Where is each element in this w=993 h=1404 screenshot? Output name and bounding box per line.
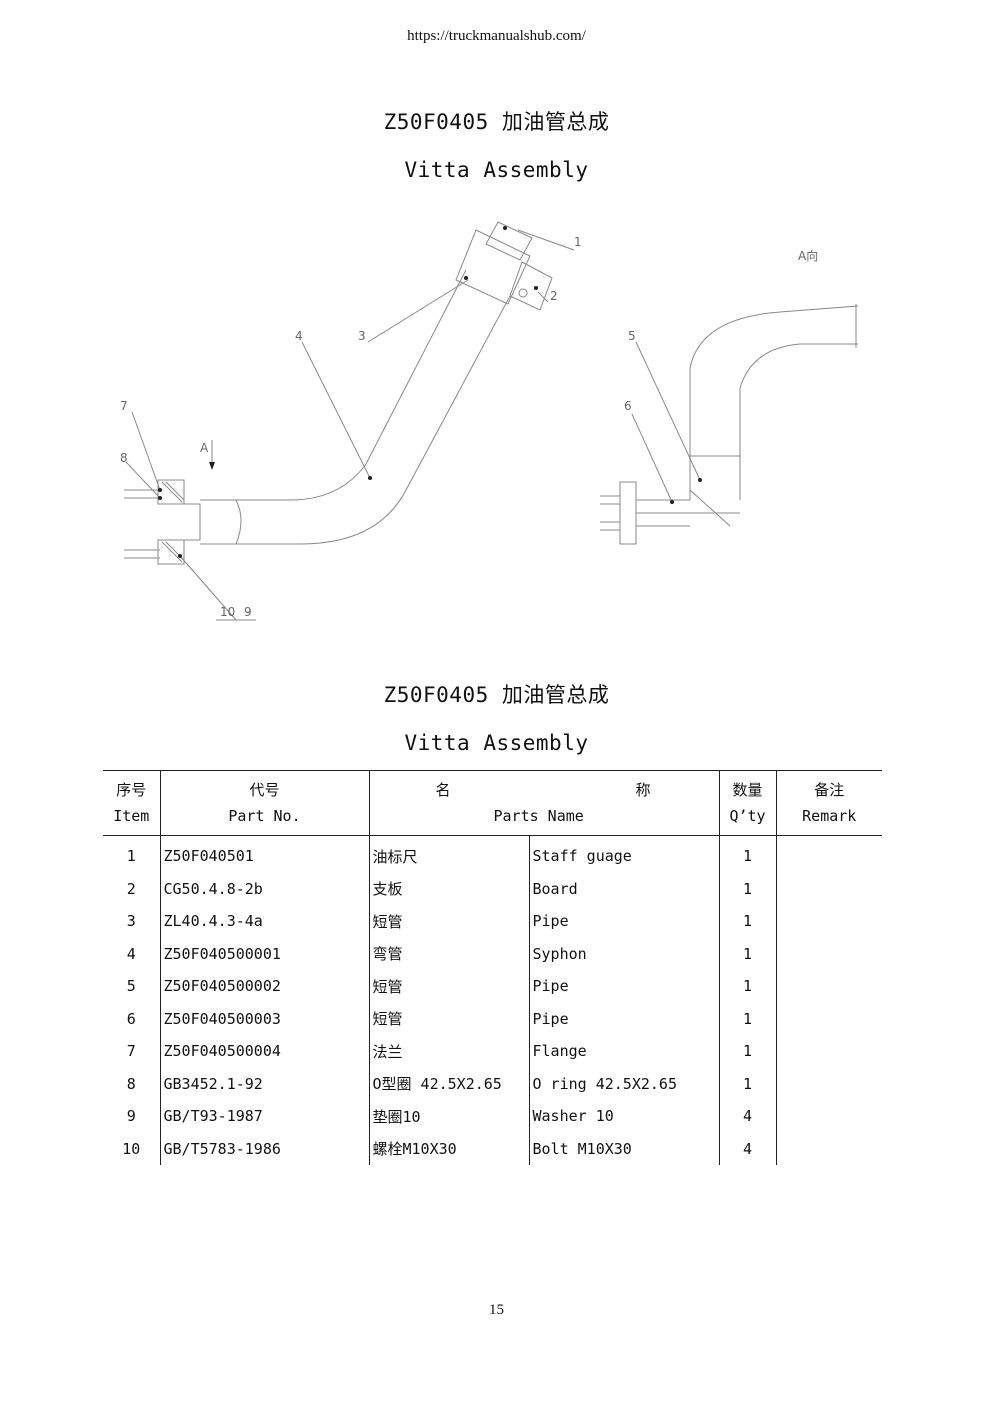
cell-qty: 1 <box>718 872 776 905</box>
cell-item: 2 <box>126 879 136 898</box>
header-item: 序号 Item <box>103 770 160 836</box>
callout-5: 5 <box>628 329 636 343</box>
cell-part-no: Z50F040500003 <box>159 1002 369 1035</box>
cell-qty: 1 <box>718 1002 776 1035</box>
page-number: 15 <box>489 1302 504 1318</box>
cell-name-en: Pipe <box>528 905 719 938</box>
drawing-title-en: Vitta Assembly <box>404 158 589 182</box>
cell-part-no: GB/T5783-1986 <box>159 1132 369 1165</box>
cell-qty: 1 <box>718 1067 776 1100</box>
cell-remark <box>775 905 882 938</box>
cell-name-en: Flange <box>528 1035 719 1068</box>
cell-qty: 4 <box>718 1132 776 1165</box>
table-header-row: 序号 Item 代号 Part No. 名 称 Parts Name 数量 Q’… <box>103 770 882 836</box>
cell-name-cn: 短管 <box>368 1002 529 1035</box>
callout-6: 6 <box>624 399 632 413</box>
cell-part-no: ZL40.4.3-4a <box>159 905 369 938</box>
cell-remark <box>775 1067 882 1100</box>
cell-name-en: Washer 10 <box>528 1100 719 1133</box>
cell-name-cn: O型圈 42.5X2.65 <box>368 1067 529 1100</box>
cell-remark <box>775 1002 882 1035</box>
cell-item: 10 <box>122 1139 141 1158</box>
header-remark: 备注 Remark <box>775 770 882 836</box>
cell-qty: 1 <box>718 937 776 970</box>
cell-qty: 1 <box>718 835 776 873</box>
callout-1: 1 <box>574 235 582 249</box>
cell-part-no: Z50F040500002 <box>159 970 369 1003</box>
cell-qty: 1 <box>718 1035 776 1068</box>
table-title-en: Vitta Assembly <box>404 731 589 755</box>
parts-table: 序号 Item 代号 Part No. 名 称 Parts Name 数量 Q’… <box>103 770 882 1165</box>
table-title-code: Z50F0405 加油管总成 <box>383 683 610 707</box>
callout-8: 8 <box>120 451 128 465</box>
callout-2: 2 <box>550 289 558 303</box>
cell-remark <box>775 970 882 1003</box>
cell-qty: 4 <box>718 1100 776 1133</box>
header-part-no: 代号 Part No. <box>159 770 369 836</box>
cell-name-en: Syphon <box>528 937 719 970</box>
cell-name-cn: 油标尺 <box>368 835 529 873</box>
callout-9: 9 <box>244 605 252 619</box>
cell-item: 7 <box>126 1042 136 1061</box>
header-parts-name: 名 称 Parts Name <box>368 770 719 836</box>
cell-remark <box>775 835 882 873</box>
cell-name-cn: 法兰 <box>368 1035 529 1068</box>
cell-name-en: Board <box>528 872 719 905</box>
cell-item: 4 <box>126 944 136 963</box>
cell-part-no: Z50F040501 <box>159 835 369 873</box>
cell-name-en: Pipe <box>528 970 719 1003</box>
header-qty: 数量 Q’ty <box>718 770 776 836</box>
cell-name-cn: 支板 <box>368 872 529 905</box>
cell-name-cn: 短管 <box>368 905 529 938</box>
source-url: https://truckmanualshub.com/ <box>407 28 586 44</box>
cell-item: 8 <box>126 1074 136 1093</box>
cell-remark <box>775 1035 882 1068</box>
cell-name-en: Staff guage <box>528 835 719 873</box>
callout-4: 4 <box>295 329 303 343</box>
assembly-drawing: 1 2 3 4 5 6 7 8 10 9 A A向 <box>120 221 859 621</box>
cell-item: 3 <box>126 912 136 931</box>
cell-remark <box>775 1100 882 1133</box>
cell-name-cn: 螺栓M10X30 <box>368 1132 529 1165</box>
cell-part-no: GB/T93-1987 <box>159 1100 369 1133</box>
callout-3: 3 <box>358 329 366 343</box>
cell-part-no: GB3452.1-92 <box>159 1067 369 1100</box>
cell-item: 5 <box>126 977 136 996</box>
cell-item: 6 <box>126 1009 136 1028</box>
cell-qty: 1 <box>718 970 776 1003</box>
drawing-title-code: Z50F0405 加油管总成 <box>383 110 610 134</box>
cell-name-cn: 垫圈10 <box>368 1100 529 1133</box>
callout-10: 10 <box>220 605 235 619</box>
cell-part-no: Z50F040500004 <box>159 1035 369 1068</box>
cell-name-cn: 短管 <box>368 970 529 1003</box>
cell-name-en: O ring 42.5X2.65 <box>528 1067 719 1100</box>
cell-remark <box>775 872 882 905</box>
view-a-arrow-label: A <box>200 441 209 455</box>
cell-name-cn: 弯管 <box>368 937 529 970</box>
cell-item: 9 <box>126 1107 136 1126</box>
cell-remark <box>775 937 882 970</box>
cell-remark <box>775 1132 882 1165</box>
callout-7: 7 <box>120 399 128 413</box>
cell-part-no: Z50F040500001 <box>159 937 369 970</box>
cell-item: 1 <box>126 847 136 866</box>
cell-name-en: Pipe <box>528 1002 719 1035</box>
view-a-direction-label: A向 <box>798 248 818 263</box>
cell-part-no: CG50.4.8-2b <box>159 872 369 905</box>
cell-name-en: Bolt M10X30 <box>528 1132 719 1165</box>
cell-qty: 1 <box>718 905 776 938</box>
